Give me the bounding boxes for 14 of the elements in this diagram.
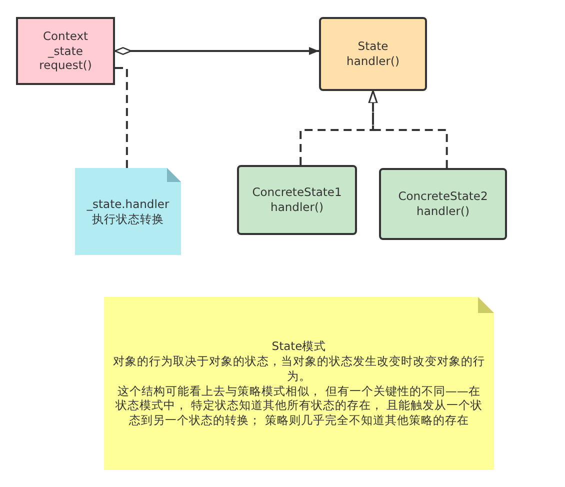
note-text: 这个结构可能看上去与策略模式相似， 但有一个关键性的不同——在状态模式中， 特定状态知道其他所有状态的存在， 且能触发从一个状态到另一个状态的转换； 策略则几乎完全不知道其他策略的存在 [114, 384, 484, 428]
class-box: ConcreteState2 handler() [379, 168, 507, 240]
note-card [104, 297, 494, 470]
dashed-arrow [368, 90, 448, 168]
arrow [114, 47, 319, 55]
class-box: Context _state request() [16, 17, 115, 85]
leader-line [115, 67, 128, 168]
class-box: ConcreteState1 handler() [237, 165, 357, 235]
note-card [75, 168, 181, 255]
class-box: State handler() [319, 17, 427, 91]
note-text: 对象的行为取决于对象的状态，当对象的状态发生改变时改变对象的行为。 [112, 354, 486, 384]
note-text: _state.handler [86, 196, 170, 212]
note-text: 执行状态转换 [92, 212, 164, 226]
note-heading: State模式 [272, 338, 326, 354]
